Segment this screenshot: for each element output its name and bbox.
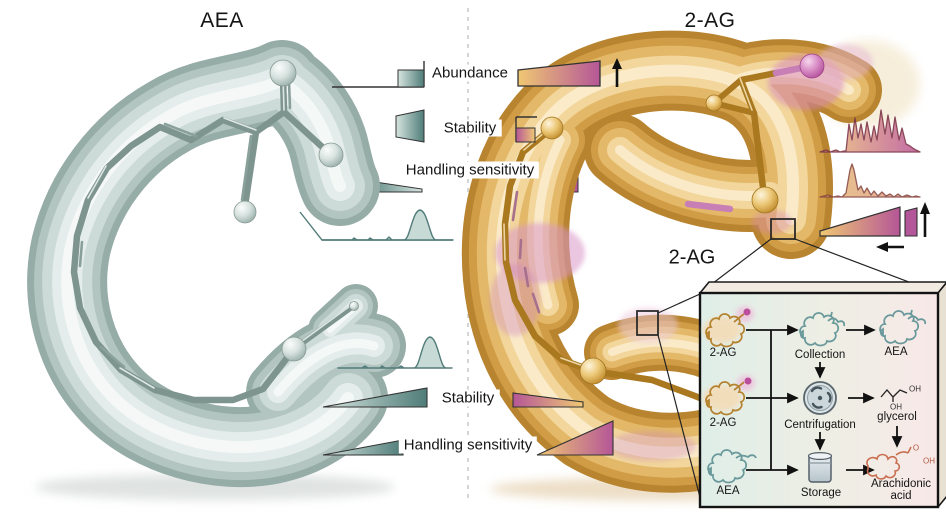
- inset-step-storage-label: Storage: [800, 487, 842, 499]
- inset-step-collection-label: Collection: [794, 349, 846, 361]
- arachidonic-structure-icon: [866, 446, 912, 480]
- inset-box: [698, 281, 946, 509]
- glycerol-oh-top-label: OH: [909, 384, 921, 394]
- aea-chromatogram-top: [299, 209, 454, 241]
- input-2ag-icon-2: [703, 375, 755, 416]
- left-arrow-icon: [876, 242, 904, 252]
- glycerol-structure-icon: [880, 389, 908, 402]
- aea-stability-wedge-bottom: [322, 387, 428, 408]
- ag-chromatogram-multi: [819, 109, 921, 153]
- aea-stability-indicator: [395, 109, 425, 143]
- abundance-label: Abundance: [427, 64, 513, 82]
- stability-label-top: Stability: [438, 119, 502, 137]
- aea-skeleton: [70, 74, 355, 404]
- ag-atoms: [540, 53, 825, 385]
- aea-chromatogram-bottom: [337, 336, 453, 369]
- arachidonic-oh-label: OH: [923, 456, 935, 466]
- handling-label-top: Handling sensitivity: [400, 161, 540, 179]
- product-aea-icon: [879, 309, 927, 345]
- ag-gradient-wedge-row: [819, 202, 930, 252]
- input-2ag-icon-1: [703, 306, 754, 348]
- up-arrow-icon: [920, 202, 930, 237]
- stability-label-bottom: Stability: [436, 389, 500, 407]
- zoom-square-1: [770, 218, 796, 240]
- aea-atoms: [233, 59, 359, 362]
- centrifuge-icon: [803, 381, 837, 415]
- inset-input-2ag-label-1: 2-AG: [709, 347, 737, 359]
- ag-skeleton: [501, 63, 810, 418]
- handling-label-bottom: Handling sensitivity: [398, 436, 538, 454]
- inset-product-arachidonic-label: Arachidonic acid: [870, 477, 932, 502]
- aea-molecule: [67, 60, 374, 447]
- ag-stability-wedge-bottom: [512, 392, 584, 408]
- ag-panel-title: 2-AG: [684, 9, 736, 32]
- inset-product-aea-label: AEA: [884, 346, 908, 358]
- aea-panel-title: AEA: [200, 9, 244, 32]
- storage-jar-icon: [807, 452, 833, 483]
- ag-molecule-label: 2-AG: [668, 246, 716, 269]
- ag-chromatogram-decay: [819, 163, 921, 198]
- ag-stability-indicator: [515, 116, 537, 143]
- ag-molecule: [490, 40, 920, 464]
- inset-input-aea-label: AEA: [716, 485, 740, 497]
- glycerol-oh-mid-label: OH: [890, 402, 902, 412]
- inset-product-glycerol-label: glycerol: [877, 411, 917, 423]
- inset-input-2ag-label-2: 2-AG: [709, 417, 737, 429]
- aea-shadow: [35, 474, 395, 500]
- up-arrow-icon: [612, 58, 622, 87]
- collection-molecule-icon: [799, 311, 846, 347]
- arachidonic-o-label: O: [912, 443, 920, 453]
- zoom-square-2: [636, 310, 659, 336]
- input-aea-icon: [707, 449, 757, 484]
- aea-abundance-indicator: [332, 61, 425, 88]
- inset-step-centrifugation-label: Centrifugation: [784, 419, 856, 431]
- ag-handling-wedge-bottom: [536, 420, 614, 456]
- flow-arrows: [746, 324, 903, 476]
- ag-abundance-indicator: [517, 58, 622, 87]
